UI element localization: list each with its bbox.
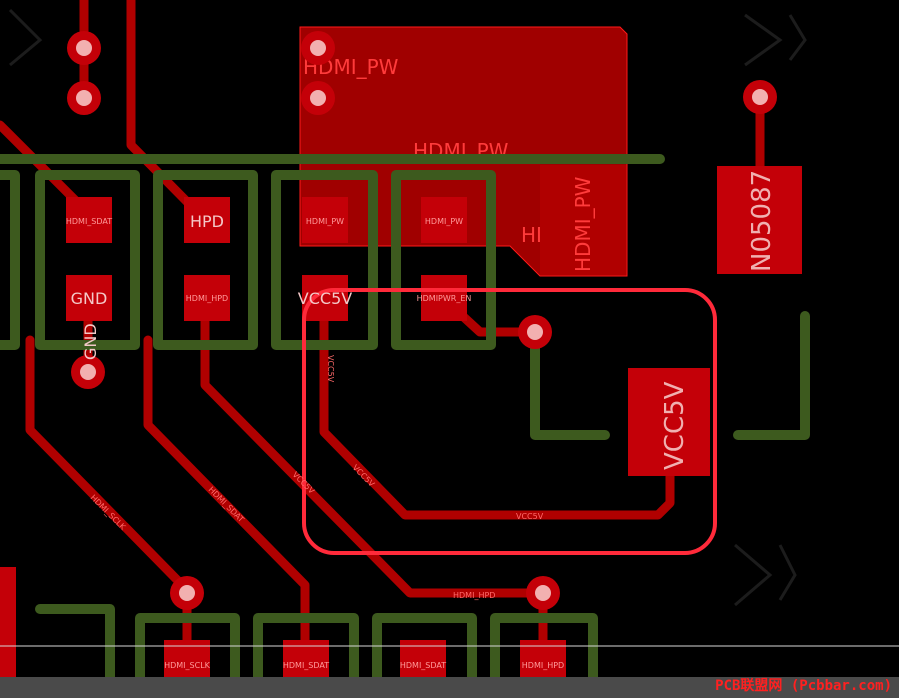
pad-hdmi-pw-vertical[interactable]	[540, 165, 626, 275]
bottom-pad-3[interactable]	[400, 640, 446, 680]
trace-hpd-to-pad[interactable]	[126, 0, 210, 225]
pad-label-hdmi-pw: HDMI_PW	[306, 217, 344, 226]
pad-hpd[interactable]	[184, 197, 230, 243]
pad-label-hdmipwr-en: HDMIPWR_EN	[417, 294, 472, 303]
trace-label-hdmi-sdat: HDMI_SDAT	[207, 485, 246, 524]
via-n05087[interactable]	[743, 80, 777, 114]
faint-silk-topright	[744, 13, 807, 67]
via-hdmipwr-en[interactable]	[518, 315, 552, 349]
trace-label-hdmi-sclk: HDMI_SCLK	[89, 493, 128, 532]
watermark-text: PCB联盟网 (Pcbbar.com)	[715, 678, 892, 694]
faint-silk-topleft	[8, 8, 43, 67]
via-hdmi-hpd[interactable]	[526, 576, 560, 610]
trace-label-vcc5v-vert: VCC5V	[326, 355, 335, 383]
pad-vcc5v-inductor[interactable]	[628, 368, 710, 476]
pad-label-hdmi-pw-2: HDMI_PW	[425, 217, 463, 226]
trace-label-hdmi-hpd: HDMI_HPD	[453, 591, 495, 600]
bottom-pad-4[interactable]	[520, 640, 566, 680]
pad-hdmipwr-en[interactable]	[421, 275, 467, 321]
pad-hdmi-pw-2[interactable]	[421, 197, 467, 243]
via-hdmi-pw-1[interactable]	[301, 31, 335, 65]
bottom-pad-label-1: HDMI_SCLK	[164, 661, 211, 670]
silk-box-4	[271, 170, 378, 350]
via-gnd[interactable]	[71, 355, 105, 389]
via-hdmi-sclk[interactable]	[170, 576, 204, 610]
silk-bottom-2	[253, 613, 359, 698]
silk-inductor-right	[733, 311, 810, 440]
silk-box-2	[35, 170, 140, 350]
via-top-left-1[interactable]	[67, 31, 101, 65]
component-label-vcc5v: VCC5V	[660, 381, 690, 470]
silk-bottom-left	[35, 604, 115, 698]
trace-label-vcc5v: VCC5V	[516, 512, 544, 521]
pad-hdmi-sdat[interactable]	[66, 197, 112, 243]
pad-label-gnd: GND	[71, 289, 108, 308]
silk-bottom-1	[135, 613, 240, 698]
trace-hdmi-hpd[interactable]	[200, 293, 548, 660]
bottom-pad-label-4: HDMI_HPD	[522, 661, 564, 670]
faint-silk-bottomright	[734, 543, 797, 607]
pad-vcc5v[interactable]	[302, 275, 348, 321]
bottom-pad-label-3: HDMI_SDAT	[400, 661, 446, 670]
pad-label-hdmi-hpd: HDMI_HPD	[186, 294, 228, 303]
pad-label-hdmi-sdat: HDMI_SDAT	[66, 217, 112, 226]
pad-label-vcc5v: VCC5V	[298, 289, 352, 308]
component-label-n05087: N05087	[747, 170, 777, 272]
via-hdmi-pw-2[interactable]	[301, 81, 335, 115]
pad-label-hpd: HPD	[190, 212, 224, 231]
silk-inductor-left	[530, 340, 610, 440]
silk-bottom-4	[490, 613, 598, 698]
via-label-gnd: GND	[81, 323, 100, 360]
silk-bottom-3	[372, 613, 477, 698]
pad-hdmi-hpd[interactable]	[184, 275, 230, 321]
pad-n05087[interactable]	[717, 166, 802, 274]
trace-vcc5v-loop[interactable]	[319, 295, 675, 520]
selection-highlight-box[interactable]	[302, 288, 717, 555]
bottom-pad-1[interactable]	[164, 640, 210, 680]
bottom-status-bar	[0, 677, 899, 698]
bottom-pad-2[interactable]	[283, 640, 329, 680]
pour-label-hdmi-pw-vertical: HDMI_PW	[571, 176, 595, 272]
pad-hdmi-pw[interactable]	[302, 197, 348, 243]
bottom-pad-label-2: HDMI_SDAT	[283, 661, 329, 670]
silk-box-1	[0, 170, 20, 350]
pad-gnd[interactable]	[66, 275, 112, 321]
via-top-left-2[interactable]	[67, 81, 101, 115]
pad-left-edge[interactable]	[0, 567, 16, 677]
silk-box-3	[153, 170, 258, 350]
